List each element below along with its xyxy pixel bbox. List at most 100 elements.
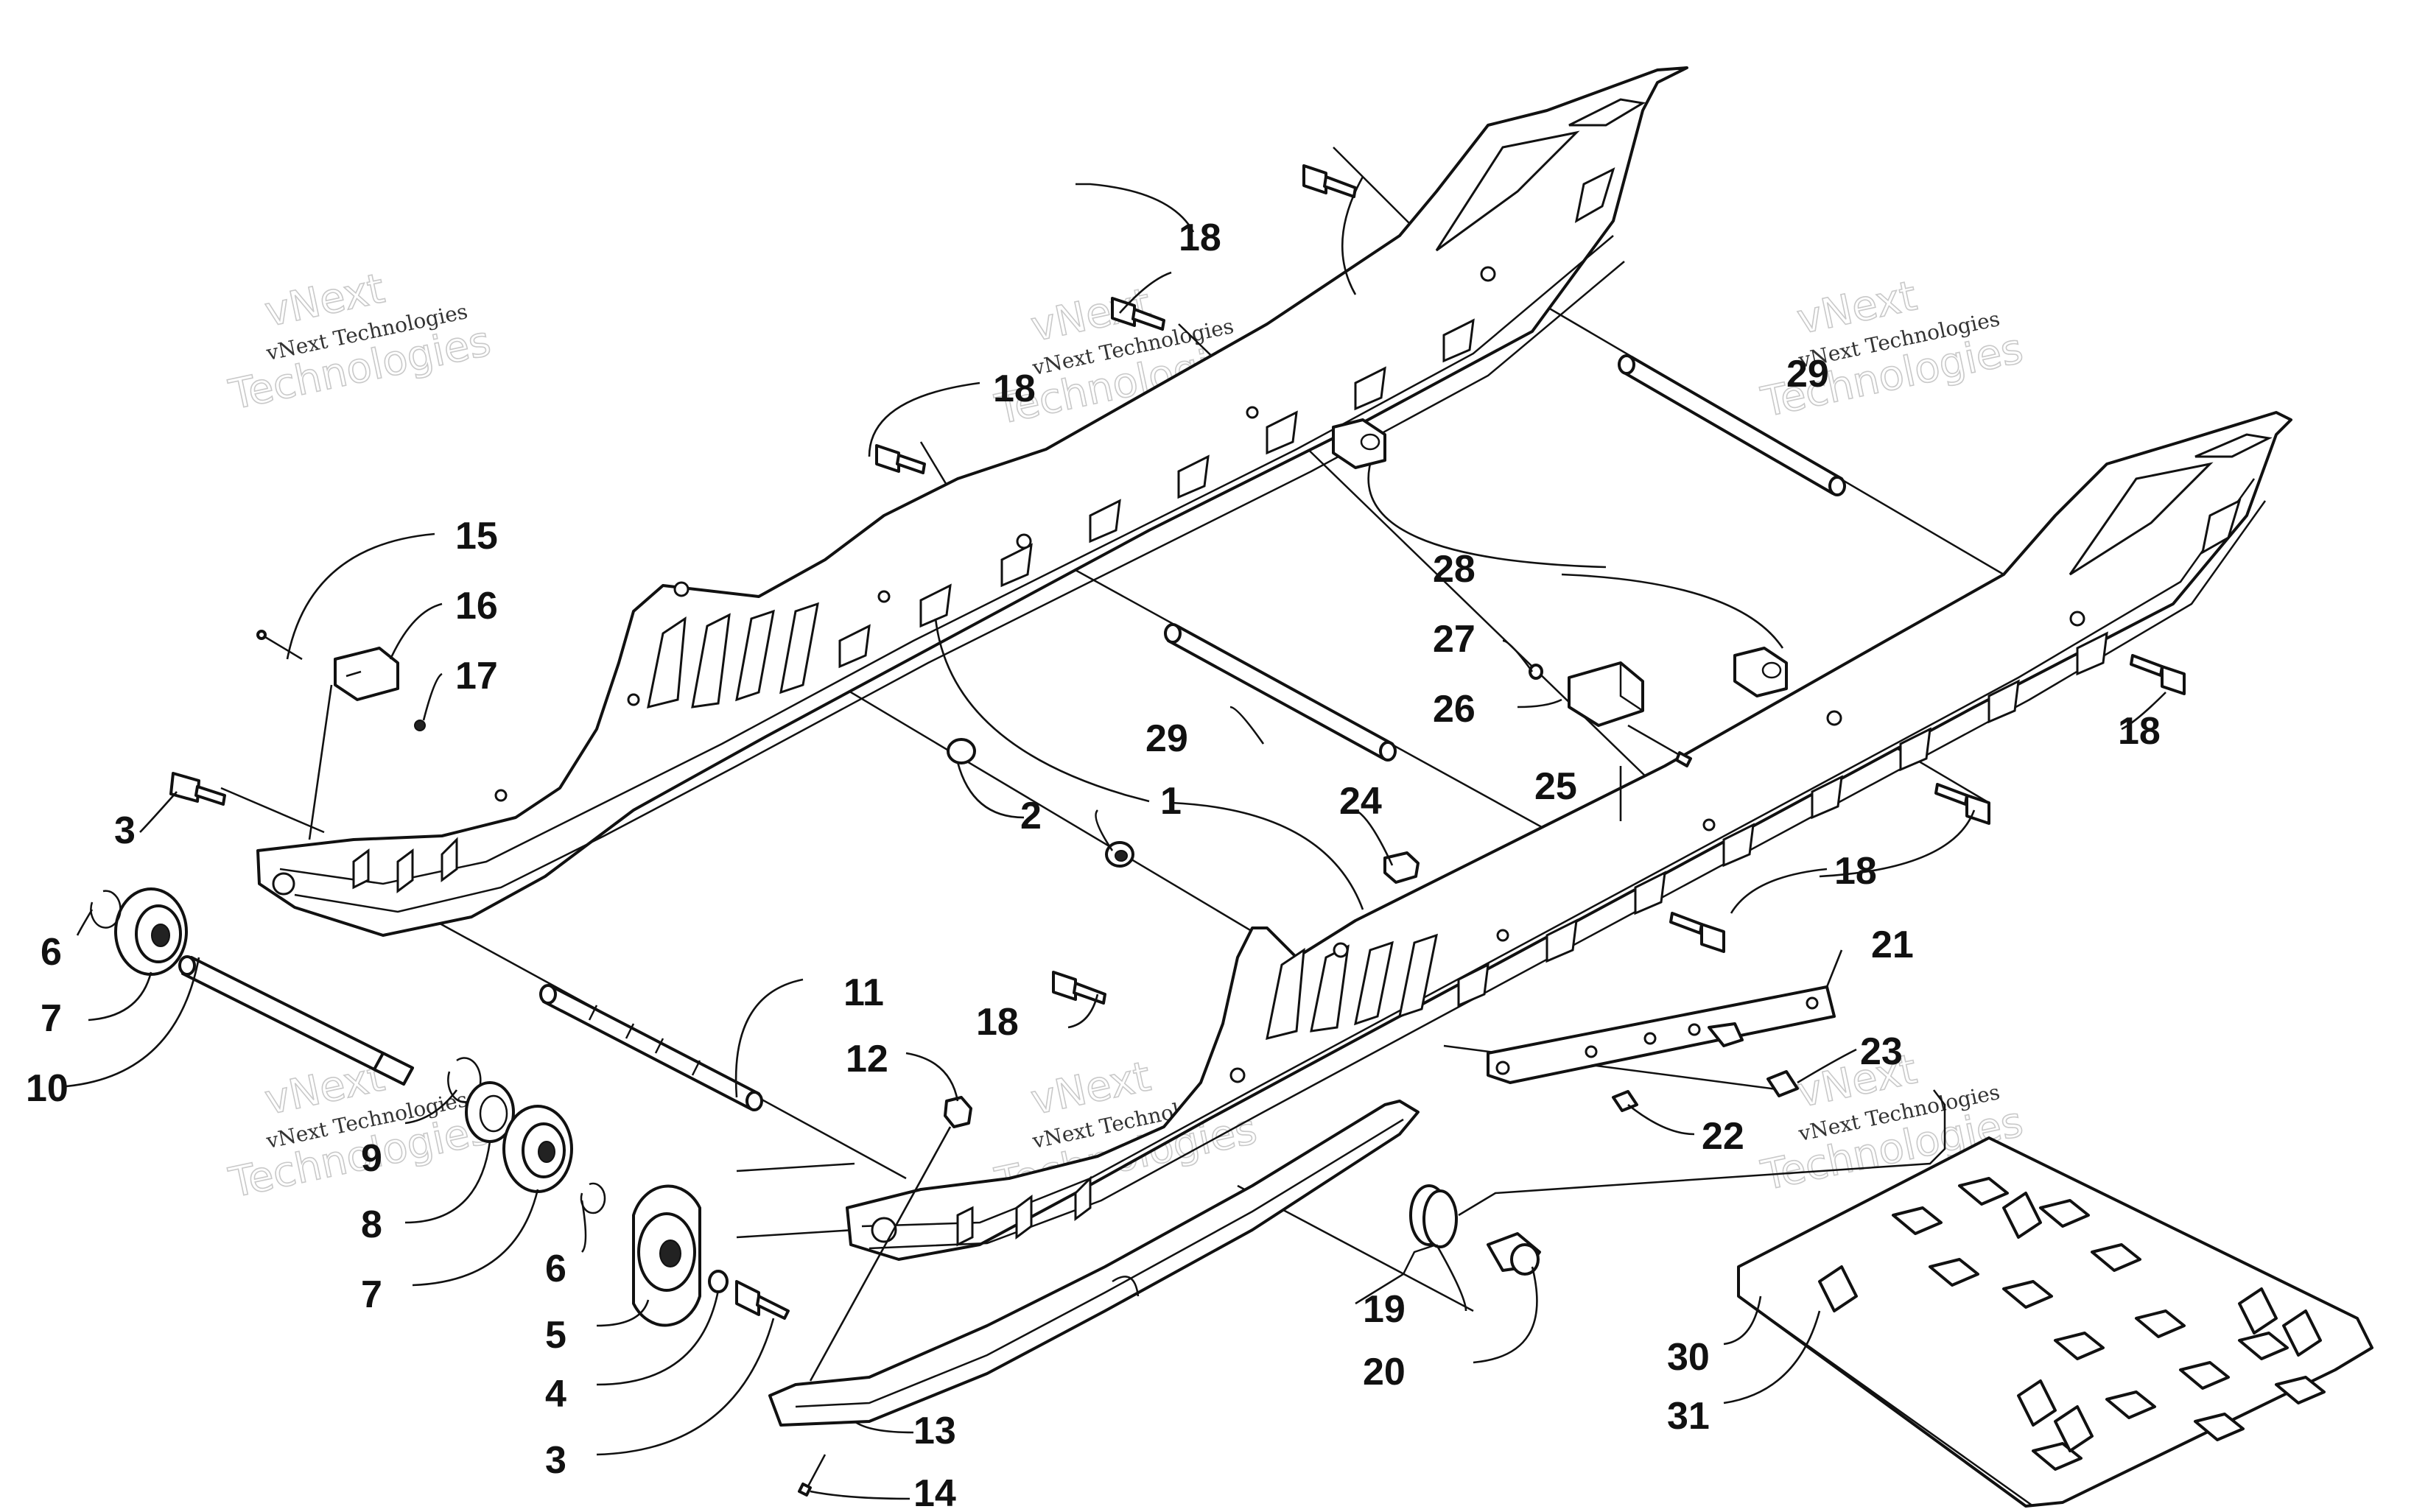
snap-ring-6-inner xyxy=(580,1182,606,1214)
callout-c4: 4 xyxy=(545,1373,566,1416)
bolt-18-upper-mid xyxy=(1111,297,1165,331)
callout-c10: 10 xyxy=(26,1067,69,1110)
block-16 xyxy=(334,647,399,701)
cross-shaft-11 xyxy=(539,984,763,1111)
callout-c21: 21 xyxy=(1871,924,1914,966)
hardware xyxy=(256,418,1788,1128)
callout-c25: 25 xyxy=(1534,765,1577,808)
rear-rail-flange xyxy=(279,235,1614,885)
leader-lines xyxy=(66,176,2166,1500)
callout-c17: 17 xyxy=(455,655,498,697)
callout-c14: 14 xyxy=(913,1472,956,1508)
watermark-1: vNext vNext Technologies Technologies xyxy=(225,264,496,421)
torsion-spring xyxy=(1355,1089,1946,1305)
callout-c20: 20 xyxy=(1363,1351,1406,1393)
bearing-7-outer xyxy=(114,887,188,976)
callout-c29a: 29 xyxy=(1786,353,1829,395)
callout-c18b: 18 xyxy=(993,368,1036,410)
slide-runner xyxy=(768,1100,1420,1497)
callout-c18c: 18 xyxy=(2118,710,2161,753)
callout-c23: 23 xyxy=(1860,1030,1903,1073)
nut-24 xyxy=(1383,851,1420,884)
callout-c28: 28 xyxy=(1433,548,1476,591)
callout-c3b: 3 xyxy=(545,1439,566,1482)
spring-19 xyxy=(1355,1089,1946,1305)
cross-shaft-29-front xyxy=(1164,623,1397,762)
callout-c18d: 18 xyxy=(1834,850,1877,893)
callout-c29b: 29 xyxy=(1145,717,1188,760)
callout-c27: 27 xyxy=(1433,618,1476,661)
callout-c26: 26 xyxy=(1433,688,1476,731)
callout-c5: 5 xyxy=(545,1314,566,1357)
callout-c18a: 18 xyxy=(1179,217,1221,259)
bolt-22 xyxy=(1612,1090,1638,1112)
rear-rail-windows xyxy=(352,98,1646,893)
cross-shafts xyxy=(539,354,1846,1111)
bolt-18-top xyxy=(1302,164,1357,198)
callout-c19: 19 xyxy=(1363,1288,1406,1331)
callout-c6a: 6 xyxy=(41,931,62,974)
front-rail-body xyxy=(846,411,2292,1261)
snap-ring-6-outer xyxy=(90,890,122,929)
bolt-3-lower xyxy=(735,1280,790,1320)
bushing-28-top xyxy=(1332,418,1386,469)
callout-c3a: 3 xyxy=(114,809,136,852)
pin-15 xyxy=(256,630,303,661)
cross-shaft-29-rear xyxy=(1618,354,1846,496)
suspension-arm xyxy=(1487,985,1836,1112)
bolt-18-center xyxy=(1669,912,1725,953)
callout-c30: 30 xyxy=(1667,1336,1710,1379)
callout-c1: 1 xyxy=(1160,780,1182,823)
callout-c7a: 7 xyxy=(41,997,62,1040)
bushing-28-lower xyxy=(1733,647,1788,697)
bolt-18-right-mid xyxy=(1934,783,1990,825)
callout-c24: 24 xyxy=(1339,780,1382,823)
bolt-3-upper xyxy=(169,772,226,806)
nut-12 xyxy=(944,1096,972,1128)
bearing-7-inner xyxy=(502,1105,573,1193)
slide-13 xyxy=(768,1100,1420,1427)
front-rail-flange xyxy=(861,478,2256,1228)
cap-20 xyxy=(1487,1232,1541,1276)
callout-c9: 9 xyxy=(361,1137,382,1180)
nut-17 xyxy=(414,720,426,731)
track-lugs xyxy=(1892,1177,2326,1471)
bolt-23 xyxy=(1766,1070,1799,1097)
screw-14 xyxy=(798,1454,827,1497)
front-rail xyxy=(846,411,2292,1261)
callout-c16: 16 xyxy=(455,585,498,627)
callout-c7b: 7 xyxy=(361,1273,382,1316)
callout-c11: 11 xyxy=(843,971,884,1014)
axle-10 xyxy=(178,955,414,1086)
watermark-3: vNext vNext Technologies Technologies xyxy=(1757,272,2028,428)
bumper-26 xyxy=(1568,661,1644,727)
rear-rail xyxy=(256,66,1688,937)
bolt-18-right-upper xyxy=(2130,654,2186,695)
assembly-line xyxy=(736,1228,855,1239)
bolt-18-left xyxy=(875,444,926,474)
callout-labels: 18 18 29 15 16 17 28 27 26 29 18 25 3 2 … xyxy=(26,217,2161,1512)
callout-c31: 31 xyxy=(1667,1395,1710,1438)
callout-c6b: 6 xyxy=(545,1248,566,1290)
washer-2-upper xyxy=(947,738,976,764)
rear-rail-body xyxy=(256,66,1688,937)
bolts xyxy=(169,164,2186,1005)
rear-rail-holes xyxy=(272,266,1496,896)
clips-31 xyxy=(1818,1192,2322,1452)
pin-27 xyxy=(1529,664,1543,680)
assembly-line xyxy=(1333,147,1415,229)
callout-c22: 22 xyxy=(1702,1115,1744,1158)
front-rail-windows xyxy=(956,433,2273,1247)
callout-c8: 8 xyxy=(361,1203,382,1246)
callout-c2: 2 xyxy=(1020,795,1042,837)
callout-c13: 13 xyxy=(913,1410,956,1452)
track-section xyxy=(1737,1136,2373,1508)
rear-rail-flange xyxy=(294,261,1625,913)
bolt-25 xyxy=(1627,724,1692,767)
assembly-line xyxy=(220,787,325,834)
washer-2-lower xyxy=(1105,841,1134,868)
arm-21 xyxy=(1487,985,1836,1084)
callout-c12: 12 xyxy=(846,1038,888,1080)
